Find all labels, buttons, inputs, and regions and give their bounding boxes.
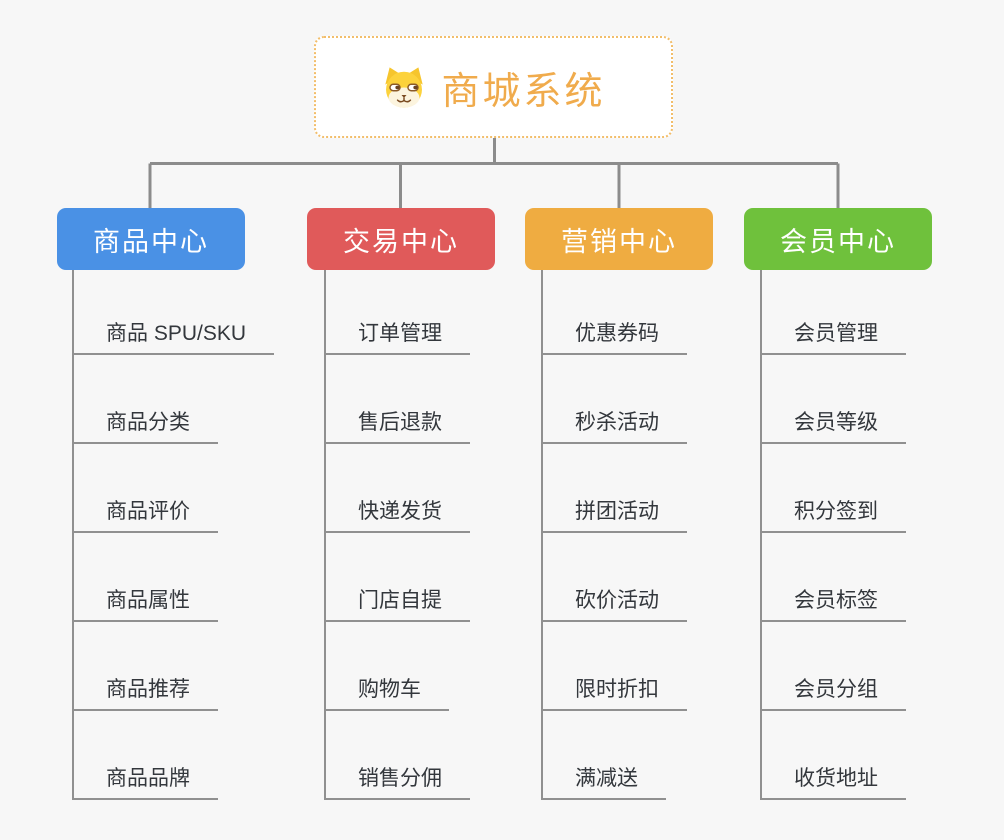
leaf-node[interactable]: 会员标签 — [760, 586, 906, 622]
dog-mouth — [397, 98, 412, 103]
dog-left-pupil — [395, 85, 401, 89]
branch-label: 商品中心 — [93, 226, 209, 257]
leaf-node[interactable]: 收货地址 — [760, 764, 906, 800]
leaf-node[interactable]: 积分签到 — [760, 497, 906, 533]
dog-right-pupil — [413, 85, 419, 89]
leaf-node[interactable]: 商品 SPU/SKU — [72, 319, 275, 355]
branch-column-trade-center: 订单管理 售后退款 快递发货 门店自提 购物车 销售分佣 — [324, 0, 584, 840]
leaf-node[interactable]: 订单管理 — [324, 319, 470, 355]
branch-node-trade-center[interactable]: 交易中心 — [307, 208, 495, 270]
branch-label: 会员中心 — [780, 226, 896, 257]
dog-face-icon — [385, 66, 424, 108]
leaf-node[interactable]: 会员分组 — [760, 675, 906, 711]
leaf-node[interactable]: 优惠券码 — [541, 319, 687, 355]
leaf-node[interactable]: 商品评价 — [72, 497, 218, 533]
leaf-node[interactable]: 商品品牌 — [72, 764, 218, 800]
leaf-node[interactable]: 购物车 — [324, 675, 449, 711]
branch-node-member-center[interactable]: 会员中心 — [744, 208, 932, 270]
leaf-node[interactable]: 拼团活动 — [541, 497, 687, 533]
leaf-node[interactable]: 满减送 — [541, 764, 666, 800]
leaf-node[interactable]: 会员管理 — [760, 319, 906, 355]
leaf-node[interactable]: 销售分佣 — [324, 764, 470, 800]
leaf-node[interactable]: 快递发货 — [324, 497, 470, 533]
root-title: 商城系统 — [441, 70, 606, 113]
dog-nose — [401, 94, 407, 98]
branch-label: 交易中心 — [343, 226, 459, 257]
leaf-node[interactable]: 商品分类 — [72, 408, 218, 444]
leaf-node[interactable]: 商品属性 — [72, 586, 218, 622]
branch-column-marketing-center: 优惠券码 秒杀活动 拼团活动 砍价活动 限时折扣 满减送 — [541, 0, 801, 840]
branch-label: 营销中心 — [561, 226, 677, 257]
root-node[interactable]: 商城系统 — [314, 36, 673, 138]
leaf-node[interactable]: 秒杀活动 — [541, 408, 687, 444]
branch-column-product-center: 商品 SPU/SKU 商品分类 商品评价 商品属性 商品推荐 商品品牌 — [72, 0, 332, 840]
leaf-node[interactable]: 门店自提 — [324, 586, 470, 622]
leaf-node[interactable]: 售后退款 — [324, 408, 470, 444]
branch-column-member-center: 会员管理 会员等级 积分签到 会员标签 会员分组 收货地址 — [760, 0, 1004, 840]
leaf-node[interactable]: 会员等级 — [760, 408, 906, 444]
leaf-node[interactable]: 砍价活动 — [541, 586, 687, 622]
leaf-node[interactable]: 限时折扣 — [541, 675, 687, 711]
branch-node-marketing-center[interactable]: 营销中心 — [525, 208, 713, 270]
branch-node-product-center[interactable]: 商品中心 — [57, 208, 245, 270]
leaf-node[interactable]: 商品推荐 — [72, 675, 218, 711]
